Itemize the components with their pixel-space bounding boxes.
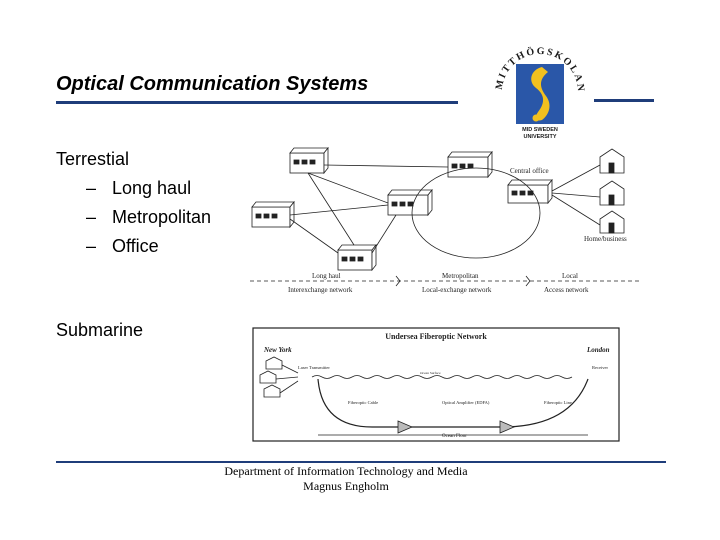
label-new-york: New York — [263, 346, 292, 354]
dash: – — [86, 236, 97, 256]
arrow-divider — [395, 275, 401, 287]
logo-s-shape — [531, 67, 550, 121]
diagram-frame — [252, 327, 620, 442]
footer: Department of Information Technology and… — [56, 464, 636, 494]
page-title: Optical Communication Systems — [56, 73, 369, 95]
metro-ring — [411, 167, 541, 259]
label-ocean-floor: Ocean Floor — [442, 434, 467, 439]
label-receiver: Receiver — [592, 365, 608, 370]
label-home-business: Home/business — [584, 235, 627, 243]
subitem-label: Metropolitan — [112, 207, 212, 227]
logo-subtitle-1: MID SWEDEN — [522, 127, 558, 133]
label-optical-amplifier: Optical Amplifier (EDFA) — [442, 400, 490, 405]
dash: – — [86, 207, 97, 227]
bullet-submarine: Submarine — [56, 320, 144, 340]
ocean-wave-line — [311, 375, 573, 379]
bullet-list: Terrestial –Long haul –Metropolitan –Off… — [56, 145, 211, 261]
submarine-title: Undersea Fiberoptic Network — [385, 332, 487, 341]
logo-dot — [532, 114, 540, 122]
label-transmitter: Laser Transmitter — [298, 365, 330, 370]
title-underline — [56, 101, 458, 104]
arrow-divider — [525, 275, 531, 287]
label-central-office: Central office — [510, 167, 549, 175]
office-box-6 — [507, 178, 553, 205]
label-ocean-surface: Ocean Surface — [420, 371, 441, 375]
amplifier-icon — [499, 420, 516, 434]
label-long-haul: Long haul — [312, 272, 341, 280]
subitem-long-haul: –Long haul — [56, 174, 211, 203]
subitem-metropolitan: –Metropolitan — [56, 203, 211, 232]
terrestrial-network-diagram: Central office Home/business Long haul M… — [250, 146, 642, 294]
label-london: London — [586, 346, 610, 354]
house-icon — [599, 210, 625, 234]
office-box-3 — [387, 188, 433, 217]
university-logo: MITTHÖGSKOLAN MID SWEDEN UNIVERSITY — [494, 44, 584, 140]
office-box-5 — [447, 150, 493, 179]
footer-author: Magnus Engholm — [303, 479, 389, 493]
house-icon — [599, 148, 625, 174]
dash: – — [86, 178, 97, 198]
label-metropolitan: Metropolitan — [442, 272, 479, 280]
label-interexchange: Interexchange network — [288, 286, 353, 294]
label-local: Local — [562, 272, 578, 280]
long-haul-links — [289, 164, 449, 254]
label-fiberoptic-cable: Fiberoptic Cable — [348, 400, 378, 405]
subitem-label: Office — [112, 236, 159, 256]
footer-rule — [56, 461, 666, 463]
logo-subtitle-2: UNIVERSITY — [523, 134, 556, 140]
label-fiberoptic-line: Fiberoptic Line — [544, 400, 572, 405]
title-underline-right — [594, 99, 654, 102]
label-local-exchange: Local-exchange network — [422, 286, 492, 294]
house-icon — [599, 180, 625, 206]
footer-department: Department of Information Technology and… — [224, 464, 468, 478]
office-box-1 — [289, 146, 329, 175]
label-access-network: Access network — [544, 286, 589, 294]
submarine-network-diagram: Undersea Fiberoptic Network New York Lon… — [252, 327, 620, 442]
bullet-terrestial: Terrestial — [56, 149, 130, 169]
amplifier-icon — [397, 420, 414, 434]
office-box-4 — [337, 243, 377, 272]
building-icon — [259, 356, 283, 398]
subitem-label: Long haul — [112, 178, 192, 198]
subitem-office: –Office — [56, 232, 211, 261]
office-box-2 — [251, 200, 295, 229]
